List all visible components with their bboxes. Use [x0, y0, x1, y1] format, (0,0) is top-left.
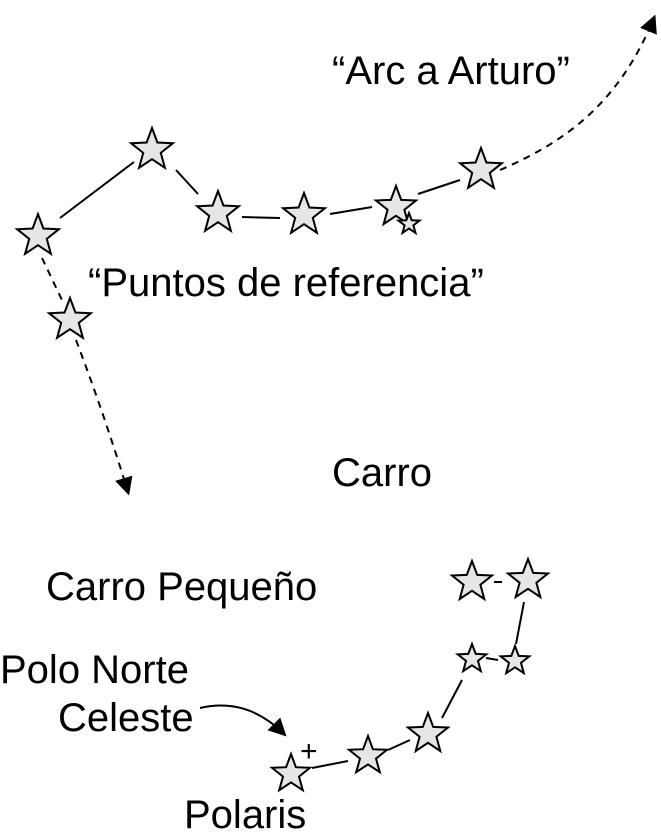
star-little-4-icon — [454, 641, 490, 674]
dipper-line-5 — [417, 179, 461, 195]
pointers-label: “Puntos de referencia” — [88, 261, 484, 305]
little-line-2 — [387, 739, 411, 751]
star-little-6-icon — [449, 558, 495, 602]
star-little-7-icon — [505, 556, 551, 600]
little-dipper-lines — [311, 581, 525, 769]
dipper-line-3 — [241, 216, 281, 219]
polaris-label: Polaris — [184, 793, 306, 832]
star-dipper-bowl-3-icon — [457, 145, 505, 191]
little-line-5 — [515, 601, 525, 645]
big-dipper-lines — [41, 161, 461, 301]
celestial-pole-arrow — [199, 704, 287, 737]
star-polaris-icon — [269, 751, 313, 793]
star-dipper-handle-2-icon — [128, 125, 176, 171]
little-line-4 — [485, 657, 499, 661]
little-line-3 — [441, 679, 463, 719]
star-dipper-bowl-2-companion-icon — [395, 210, 423, 236]
celestial-pole-label-line2: Celeste — [58, 696, 194, 740]
star-dipper-handle-3-icon — [194, 188, 242, 234]
arc-to-arcturus-label: “Arc a Arturo” — [332, 49, 570, 93]
stars — [14, 125, 551, 793]
pointer-arrow — [75, 339, 133, 496]
celestial-pole-label-line1: Polo Norte — [0, 648, 189, 692]
pole-marker: + — [300, 735, 318, 768]
dipper-line-1 — [59, 161, 135, 219]
little-line-1 — [311, 760, 349, 769]
star-dipper-handle-end-icon — [14, 211, 62, 257]
dipper-line-4 — [329, 206, 373, 215]
star-dipper-bowl-2-icon — [373, 183, 419, 227]
arc-to-arcturus-arrow — [499, 14, 657, 171]
big-dipper-label: Carro — [332, 451, 432, 495]
star-little-3-icon — [405, 710, 451, 754]
star-pointer-icon — [46, 295, 94, 341]
star-little-2-icon — [346, 733, 390, 775]
pointer-line — [41, 257, 63, 301]
dipper-line-2 — [175, 169, 199, 195]
star-little-5-icon — [497, 643, 533, 676]
little-dipper-label: Carro Pequeño — [46, 565, 317, 609]
star-dipper-bowl-1-icon — [280, 190, 328, 236]
